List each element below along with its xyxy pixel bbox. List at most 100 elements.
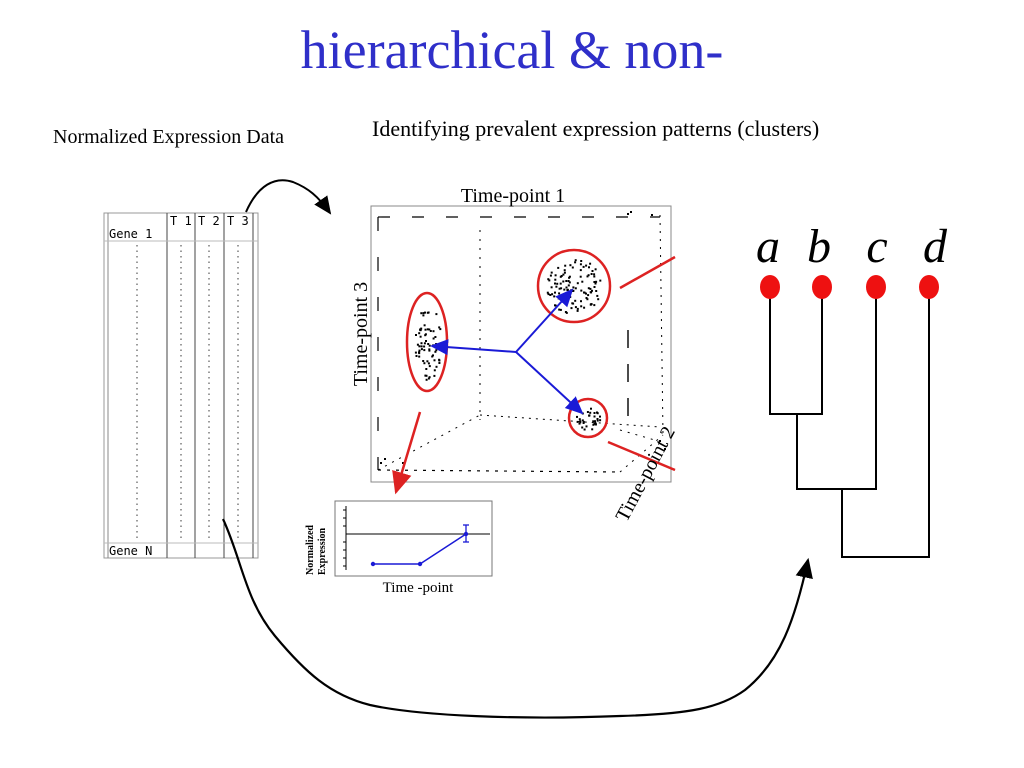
scatter-point [435, 365, 438, 368]
scatter-point [554, 274, 557, 277]
scatter-point [549, 274, 552, 277]
scatter-point [419, 328, 422, 331]
scatter-point [627, 213, 629, 215]
scatter-point [599, 415, 601, 418]
scatter-point [664, 448, 666, 450]
scatter-point [659, 440, 661, 442]
scatter-point [563, 288, 566, 291]
scatter-point [580, 300, 582, 303]
scatter-point [554, 291, 556, 294]
scatter-point [424, 328, 427, 331]
scatter-point [592, 423, 595, 426]
scatter-point [553, 295, 556, 298]
scatter-point [420, 345, 423, 348]
scatter-point [591, 289, 593, 292]
scatter-point [592, 420, 595, 423]
scatter-point [565, 311, 568, 314]
scatter-point [429, 330, 432, 332]
scatter-point [565, 300, 568, 302]
scatter-point [424, 311, 426, 314]
scatter-point [563, 269, 566, 272]
scatter-point [557, 266, 560, 269]
branch-a-b [769, 287, 823, 415]
scatter-point [586, 411, 589, 413]
expression-matrix: T 1 T 2 T 3 Gene 1 Gene N [103, 212, 259, 559]
scatter-point [571, 266, 574, 269]
matrix-column-t2: T 2 [198, 214, 220, 228]
scatter-point [590, 273, 593, 275]
scatter-point [438, 326, 441, 329]
scatter-point [434, 336, 437, 338]
scatter-point [579, 420, 582, 423]
scatter-point [594, 268, 597, 271]
scatter-point [554, 278, 557, 281]
leaf-label-d: d [923, 220, 948, 273]
scatter-point [587, 294, 590, 297]
scatter-point [569, 264, 572, 267]
scatter-point [597, 298, 600, 301]
scatter-point [570, 307, 573, 310]
scatter-point [428, 349, 431, 352]
scatter-point [433, 374, 436, 377]
scatter-point [432, 337, 435, 340]
scatter-point [585, 264, 588, 267]
scatter-point [582, 265, 585, 268]
scatter-point [423, 349, 426, 352]
scatter-point [420, 327, 423, 330]
scatter-point [418, 332, 421, 335]
scatter-point [435, 313, 438, 316]
matrix-row-last: Gene N [109, 544, 152, 558]
scatter-point [595, 290, 598, 292]
scatter-point [555, 285, 558, 288]
scatter-point [428, 328, 431, 331]
scatter-point [579, 421, 582, 424]
scatter-point [418, 352, 421, 355]
scatter-point [593, 412, 596, 414]
matrix-row-first: Gene 1 [109, 227, 152, 241]
scatter-point [418, 349, 421, 352]
scatter-point [579, 269, 582, 272]
scatter-point [576, 282, 579, 285]
scatter-point [414, 351, 417, 354]
scatter-point [593, 286, 596, 288]
scatter-point [419, 335, 422, 338]
scatter-point [591, 270, 594, 272]
scatter-point [588, 266, 590, 269]
scatter-point [558, 308, 561, 311]
red-pointer-line-lower [607, 440, 676, 472]
scatter-point [580, 289, 583, 292]
scatter-point [578, 418, 581, 421]
scatter-point [559, 282, 562, 285]
scatter-point [580, 305, 583, 308]
scatter-point [435, 343, 438, 345]
vector-to-bottom-right [515, 351, 584, 415]
scatter-point [589, 303, 592, 306]
scatter-point [588, 414, 591, 417]
scatter-point [576, 309, 579, 312]
scatter-point [580, 260, 583, 262]
scatter-point [384, 458, 386, 460]
scatter-point [422, 314, 425, 317]
scatter-point [434, 350, 437, 353]
scatter-point [422, 312, 425, 315]
scatter-point [596, 418, 599, 420]
scatter-point [581, 426, 584, 429]
scatter-point [428, 348, 431, 351]
scatter-point [593, 275, 596, 278]
scatter-point [581, 280, 584, 283]
scatter-point [426, 328, 429, 331]
scatter-point [593, 304, 596, 307]
scatter-point [567, 280, 570, 282]
scatter-point [630, 211, 632, 213]
arrow-data-to-dendrogram [222, 518, 813, 719]
scatter-point [579, 275, 582, 278]
scatter-point [596, 294, 599, 297]
scatter-point [426, 360, 429, 363]
branch-ab-c [796, 287, 877, 490]
scatter-point [594, 423, 597, 426]
scatter-point [420, 312, 423, 315]
scatter-point [593, 281, 596, 283]
red-pointer-line-upper [619, 255, 676, 290]
scatter-point [438, 362, 441, 364]
scatter-point [416, 343, 419, 346]
